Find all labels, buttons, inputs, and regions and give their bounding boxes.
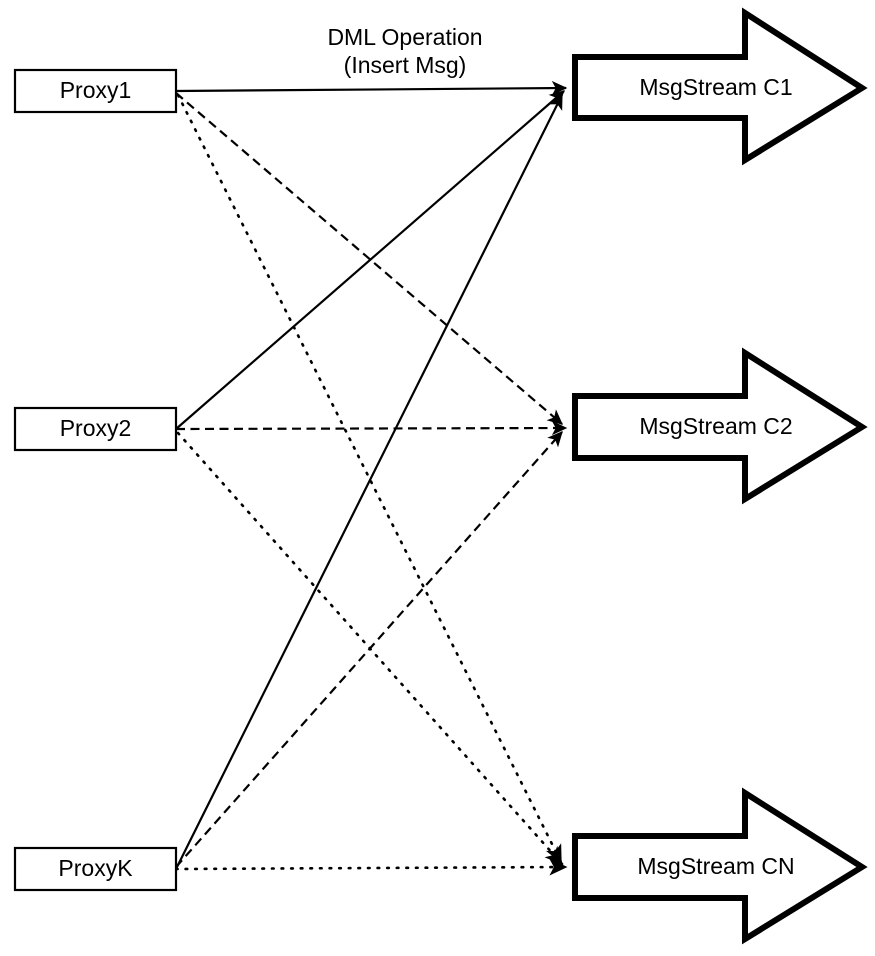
- connection-proxy2-to-cn: [176, 431, 564, 866]
- msgstream-node-cn[interactable]: MsgStream CN: [572, 787, 868, 945]
- msgstream-cn-arrow-shape[interactable]: [572, 787, 868, 945]
- msgstream-nodes-layer: MsgStream C1 MsgStream C2 MsgStream CN: [572, 7, 868, 945]
- connections-layer: [174, 80, 568, 876]
- msgstream-node-c1[interactable]: MsgStream C1: [572, 7, 868, 166]
- proxyk-box[interactable]: [13, 846, 178, 892]
- edge-caption: DML Operation (Insert Msg): [327, 24, 482, 78]
- connection-proxy2-to-c2: [175, 420, 568, 436]
- msgstream-node-c2[interactable]: MsgStream C2: [572, 347, 868, 505]
- edge-caption-line2: (Insert Msg): [344, 52, 467, 78]
- proxy1-label: Proxy1: [60, 77, 132, 103]
- proxy2-box[interactable]: [13, 406, 178, 452]
- proxy-node-proxyk[interactable]: ProxyK: [13, 846, 178, 892]
- connection-proxy1-to-c2: [175, 92, 563, 425]
- proxy1-box[interactable]: [13, 68, 178, 114]
- proxyk-label: ProxyK: [58, 855, 133, 881]
- connection-proxy1-to-cn: [176, 93, 563, 864]
- connection-proxyk-to-c1: [175, 93, 563, 870]
- connection-proxy1-to-c1: [175, 80, 568, 96]
- msgstream-cn-label: MsgStream CN: [637, 853, 794, 879]
- connection-proxy2-to-c1: [175, 90, 565, 430]
- msgstream-c2-label: MsgStream C2: [639, 413, 792, 439]
- msgstream-c1-label: MsgStream C1: [639, 74, 792, 100]
- connection-proxyk-to-cn: [174, 858, 568, 876]
- proxy-nodes-layer: Proxy1 Proxy2 ProxyK: [13, 68, 178, 892]
- proxy2-label: Proxy2: [60, 415, 132, 441]
- connection-proxyk-to-c2: [175, 431, 563, 868]
- msgstream-c1-arrow-shape[interactable]: [572, 7, 868, 166]
- proxy-node-proxy2[interactable]: Proxy2: [13, 406, 178, 452]
- msgstream-c2-arrow-shape[interactable]: [572, 347, 868, 505]
- edge-caption-line1: DML Operation: [327, 24, 482, 50]
- proxy-node-proxy1[interactable]: Proxy1: [13, 68, 178, 114]
